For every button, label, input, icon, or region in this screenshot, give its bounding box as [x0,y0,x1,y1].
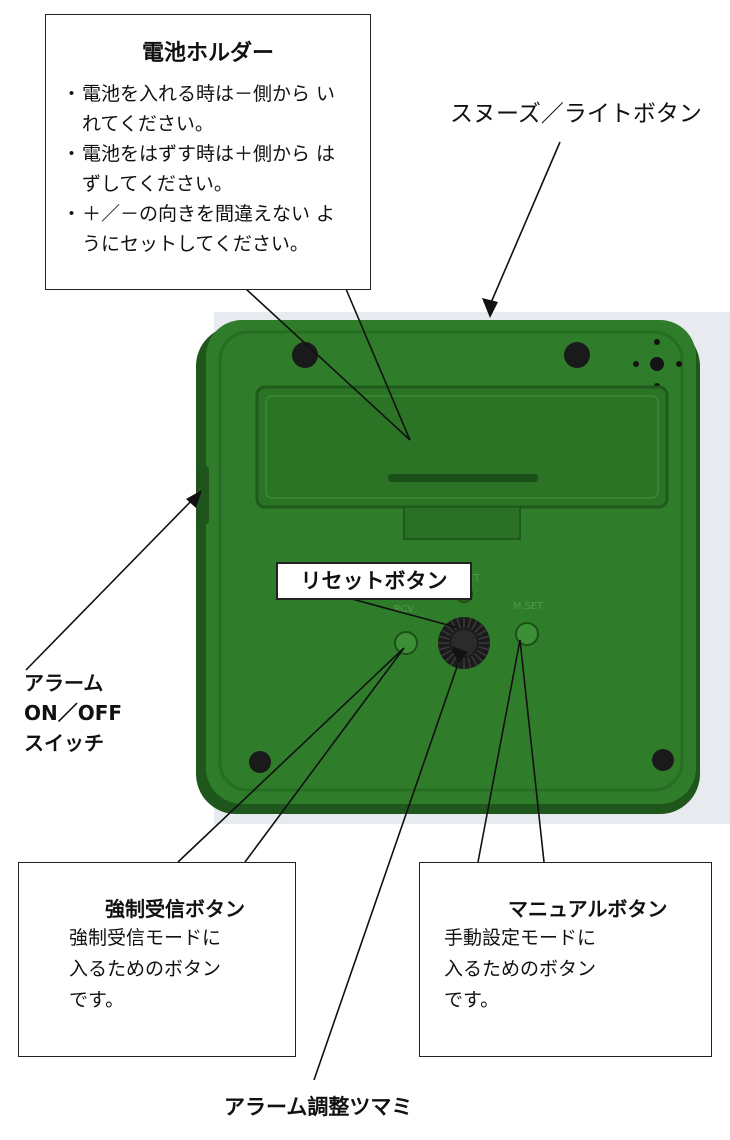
alarm-switch-line2: ON／OFF [24,701,123,725]
knob-rib [445,624,454,633]
alarm-switch[interactable] [196,466,209,524]
alarm-switch-line3: スイッチ [24,731,104,755]
screw-hole-top-right [564,342,590,368]
force-receive-line3: です。 [69,989,125,1011]
knob-rib [438,635,450,640]
battery-holder-title: 電池ホルダー [141,41,274,66]
force-receive-line2: 入るためのボタン [69,958,222,980]
alarm-knob-arrowhead [452,646,468,664]
manual-pointer [477,639,545,863]
force-receive-callout: 強制受信ボタン 強制受信モードに 入るためのボタン です。 [18,862,296,1057]
manual-button[interactable] [515,622,539,646]
knob-rib [478,646,490,651]
leader-lines [25,141,561,1081]
manual-button-title: マニュアルボタン [508,897,668,921]
knob-rib [478,635,490,640]
battery-note: ＋／－の向きを間違えない ようにセットしてください。 [62,199,352,259]
knob-rib [445,653,454,662]
battery-cover-inner [265,395,659,499]
manual-marking: M.SET [513,601,544,612]
reset-button-label: リセットボタン [300,569,448,593]
case-inner-rim [218,330,684,792]
knob-rib [467,657,472,669]
battery-holder-notes: 電池を入れる時は－側から いれてください。 電池をはずす時は＋側から はずしてく… [62,79,352,259]
battery-note: 電池を入れる時は－側から いれてください。 [62,79,352,139]
manual-button-line1: 手動設定モードに [444,927,597,949]
knob-rib [441,649,452,657]
alarm-switch-arrowhead [186,490,202,508]
alarm-switch-pointer [25,493,199,671]
snooze-light-arrowhead [482,298,498,318]
knob-rib [476,629,487,637]
alarm-switch-line1: アラーム [24,671,104,695]
alarm-knob-pointer [313,663,459,1081]
knob-rib [441,629,452,637]
knob-rib [474,624,483,633]
manual-button-callout: マニュアルボタン 手動設定モードに 入るためのボタン です。 [419,862,712,1057]
force-receive-button[interactable] [394,631,418,655]
knob-rib [474,653,483,662]
knob-rib [470,620,478,631]
receive-marking: RCV [394,604,414,615]
snooze-light-pointer-line [489,141,561,306]
screw-hole-bottom-right [652,749,674,771]
knob-rib [467,617,472,629]
snooze-light-label: スヌーズ／ライトボタン [450,101,702,127]
knob-rib [450,620,458,631]
knob-ribs [438,617,490,669]
reset-pointer [351,598,460,629]
force-receive-title: 強制受信ボタン [105,897,245,921]
manual-button-line2: 入るためのボタン [444,958,597,980]
battery-holder-callout: 電池ホルダー 電池を入れる時は－側から いれてください。 電池をはずす時は＋側か… [45,14,371,290]
battery-holder-pointer [245,288,411,441]
battery-cover-latch-slot [388,474,538,482]
speaker-holes [633,339,682,389]
knob-rib [438,646,450,651]
force-receive-line1: 強制受信モードに [69,927,222,949]
knob-rib [450,655,458,666]
knob-rib [470,655,478,666]
alarm-knob-label: アラーム調整ツマミ [224,1095,413,1119]
battery-cover-tab [403,506,521,540]
reset-button-callout: リセットボタン [276,562,472,600]
battery-note: 電池をはずす時は＋側から はずしてください。 [62,139,352,199]
battery-cover [255,385,669,509]
force-receive-pointer [177,647,405,863]
knob-rib [456,617,461,629]
knob-rib [476,649,487,657]
screw-hole-top-left [292,342,318,368]
screw-hole-bottom-left [249,751,271,773]
alarm-switch-label: アラーム ON／OFF スイッチ [24,668,122,758]
manual-button-line3: です。 [444,989,500,1011]
